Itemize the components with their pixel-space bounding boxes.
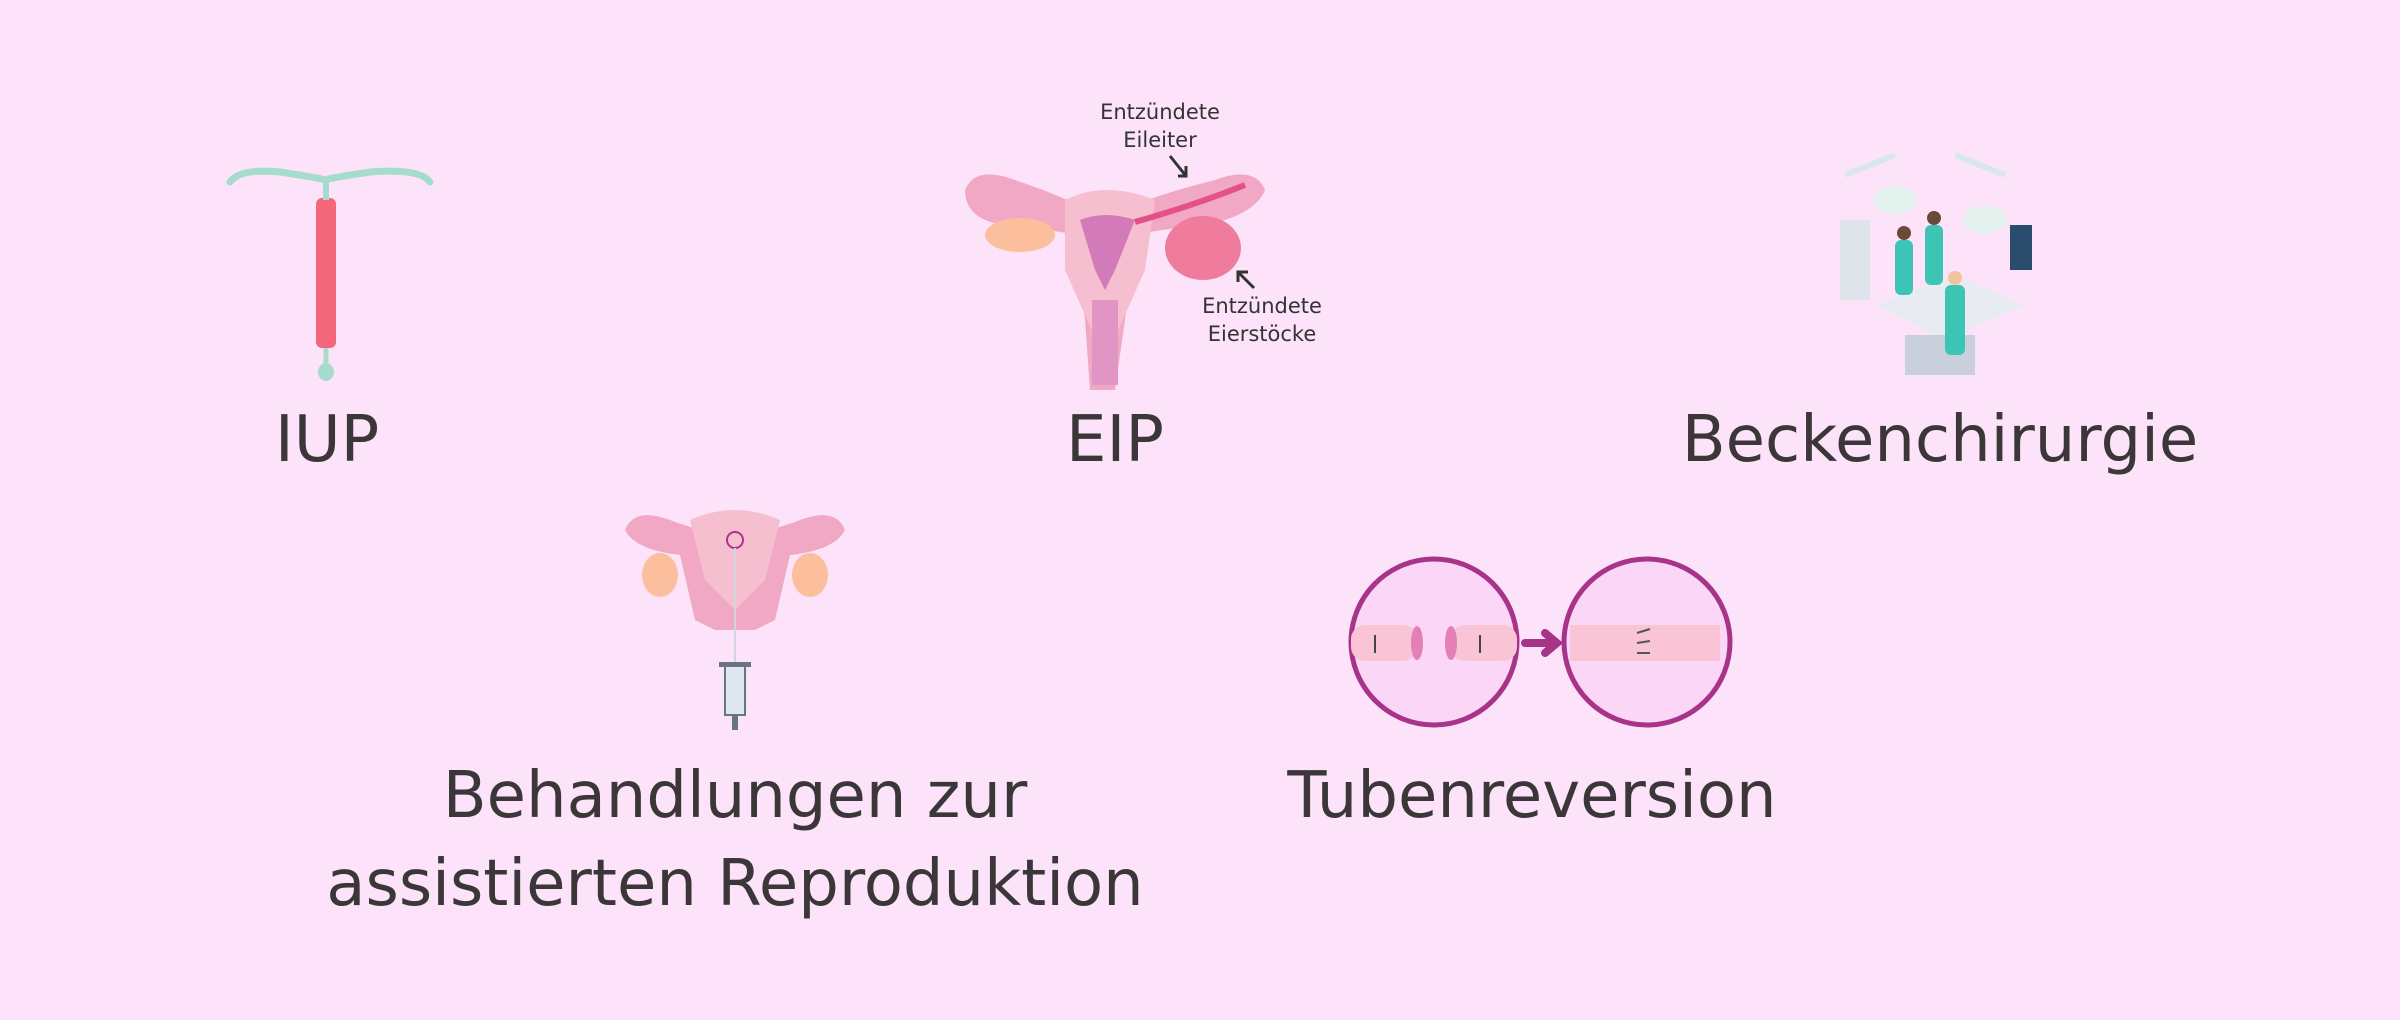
iud-icon <box>226 167 434 381</box>
eip-label: EIP <box>1066 403 1164 477</box>
arrow-icon <box>1236 270 1256 290</box>
uterus-syringe-icon <box>625 510 845 730</box>
art-label: Behandlungen zur assistierten Reprodukti… <box>326 752 1143 928</box>
annotation-tubes-line2: Eileiter <box>1123 128 1197 152</box>
tubenreversion-label: Tubenreversion <box>1287 759 1777 833</box>
annotation-ovaries-line1: Entzündete <box>1202 294 1322 318</box>
art-label-line1: Behandlungen zur <box>442 759 1028 833</box>
tubal-reversal-icon <box>1348 556 1733 728</box>
surgery-icon <box>1840 152 2032 375</box>
iup-label: IUP <box>274 403 380 477</box>
annotation-tubes-line1: Entzündete <box>1100 100 1220 124</box>
inflamed-uterus-icon <box>965 174 1265 390</box>
annotation-ovaries-line2: Eierstöcke <box>1207 322 1317 346</box>
arrow-icon <box>1168 155 1188 178</box>
art-label-line2: assistierten Reproduktion <box>326 847 1144 921</box>
beckenchirurgie-label: Beckenchirurgie <box>1681 403 2199 477</box>
annotation-ovaries: Entzündete Eierstöcke <box>1202 292 1322 348</box>
annotation-tubes: Entzündete Eileiter <box>1100 98 1220 154</box>
